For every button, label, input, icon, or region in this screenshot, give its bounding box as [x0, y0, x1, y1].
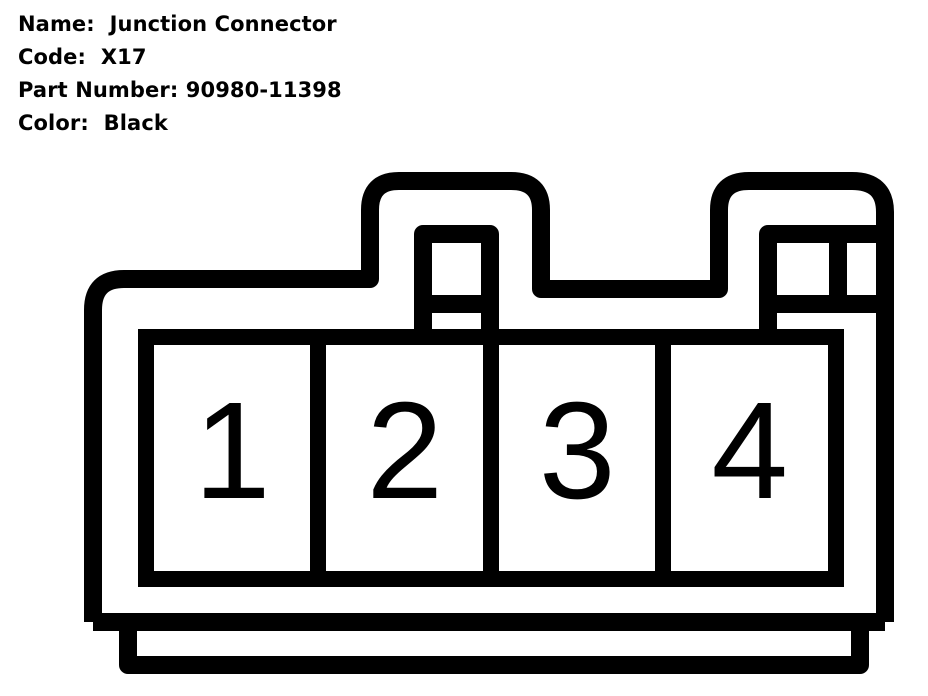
- pin-number-1: 1: [194, 374, 271, 528]
- name-row: Name: Junction Connector: [18, 8, 342, 41]
- name-value: Junction Connector: [109, 12, 337, 36]
- part-number-value: 90980-11398: [185, 78, 342, 102]
- color-value: Black: [103, 111, 168, 135]
- part-number-row: Part Number: 90980-11398: [18, 74, 342, 107]
- color-label: Color:: [18, 111, 89, 135]
- pin-number-3: 3: [539, 374, 616, 528]
- code-label: Code:: [18, 45, 87, 69]
- name-label: Name:: [18, 12, 95, 36]
- pin-number-4: 4: [711, 374, 788, 528]
- code-row: Code: X17: [18, 41, 342, 74]
- connector-info: Name: Junction Connector Code: X17 Part …: [18, 8, 342, 140]
- pin-number-2: 2: [366, 374, 443, 528]
- code-value: X17: [100, 45, 147, 69]
- color-row: Color: Black: [18, 107, 342, 140]
- housing-lip: [119, 622, 869, 674]
- part-number-label: Part Number:: [18, 78, 179, 102]
- housing-outline: [84, 172, 894, 622]
- latch-tab-right: [759, 225, 885, 335]
- latch-tab-left: [414, 225, 499, 335]
